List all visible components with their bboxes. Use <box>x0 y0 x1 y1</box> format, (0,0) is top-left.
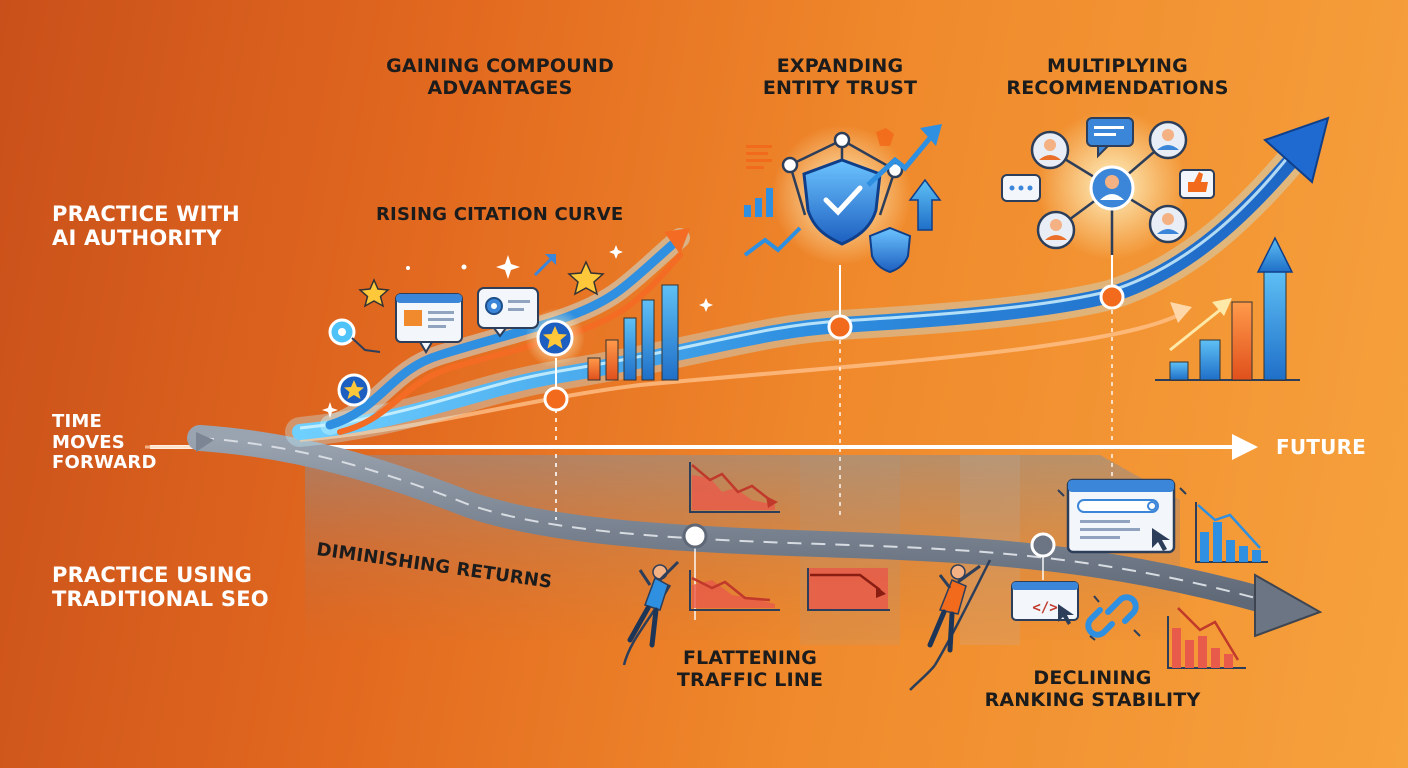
broken-link-icon <box>1085 594 1139 638</box>
bar-chart-icon <box>587 284 679 381</box>
break-marks <box>1089 595 1141 641</box>
star-icon <box>536 319 574 357</box>
orange-growth-curve <box>299 310 1186 442</box>
milestone-dot <box>827 314 853 340</box>
star-icon <box>358 278 390 308</box>
person-avatar-icon <box>1148 120 1188 160</box>
shield-icon <box>868 226 912 274</box>
recommendation-icons <box>1001 110 1215 260</box>
declining-chart-icon <box>1195 502 1268 563</box>
citation-curve-arrowhead <box>664 228 690 254</box>
target-icon <box>328 318 381 353</box>
citation-curve-blue <box>325 233 685 430</box>
entity-trust-icons <box>743 124 942 274</box>
small-arrow-icon <box>533 256 554 277</box>
trend-arrow-icon <box>866 124 942 187</box>
seo-milestone-dot <box>682 523 708 549</box>
svg-text:</>: </> <box>1032 600 1057 616</box>
milestone-dot <box>1099 284 1125 310</box>
zigzag-line-icon <box>743 226 802 257</box>
orange-curve-arrowhead <box>1170 302 1192 323</box>
chat-bubble-icon <box>1086 117 1134 159</box>
chat-bubble-icon <box>1001 174 1041 202</box>
declining-chart-icon <box>807 568 890 611</box>
time-axis-arrowhead <box>1232 434 1258 460</box>
ai-curve-arrowhead <box>1263 116 1330 184</box>
road-start-arrow <box>196 432 214 452</box>
declining-chart-icon <box>689 570 780 611</box>
cursor-icon <box>1058 604 1074 625</box>
climber-icon <box>909 559 992 691</box>
sparkle-icon <box>322 245 713 418</box>
cursor-icon <box>1152 528 1170 551</box>
gear-icon <box>477 287 539 338</box>
arrow-up-icon <box>908 178 942 231</box>
person-avatar-icon <box>1148 204 1188 244</box>
seo-road-arrowhead <box>1254 573 1323 638</box>
label-future: FUTURE <box>1276 435 1367 459</box>
declining-chart-icon <box>1167 607 1246 669</box>
citation-icons <box>322 245 713 418</box>
declining-chart-icon <box>689 462 780 513</box>
search-window-icon <box>1057 478 1187 554</box>
seo-milestone-dot <box>1030 532 1056 558</box>
network-icon <box>781 131 904 216</box>
bar-chart-icon <box>744 188 773 217</box>
bar-chart-icon <box>1155 236 1300 381</box>
shield-check-icon <box>802 158 882 246</box>
arrow-up-icon <box>1256 236 1294 273</box>
milestone-dot <box>543 386 569 412</box>
climber-icon <box>622 560 680 666</box>
label-rising-citation-curve: RISING CITATION CURVE <box>376 204 624 225</box>
code-window-icon: </> <box>1011 581 1079 625</box>
person-avatar-icon <box>1036 210 1076 250</box>
person-avatar-icon <box>1089 165 1135 211</box>
star-icon <box>567 260 605 296</box>
lock-badge-icon <box>876 128 894 146</box>
thumbs-up-icon <box>1179 169 1215 199</box>
browser-window-icon <box>395 293 463 354</box>
list-icon <box>746 145 772 169</box>
star-icon <box>337 373 371 407</box>
person-avatar-icon <box>1030 130 1070 170</box>
seo-road-centerline <box>199 437 1271 603</box>
